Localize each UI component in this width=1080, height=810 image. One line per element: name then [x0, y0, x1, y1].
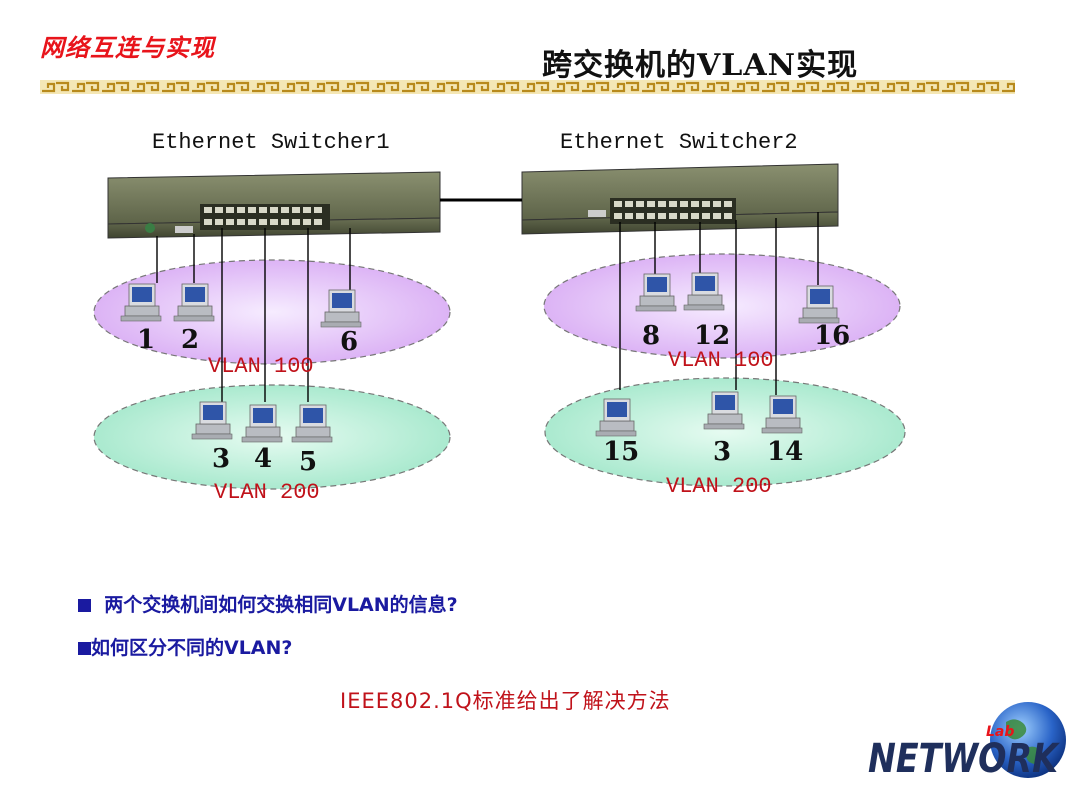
decorative-border	[40, 80, 1015, 94]
logo-lab-text: Lab	[986, 724, 1014, 740]
switch-1	[107, 171, 441, 239]
vlan-label: VLAN 100	[208, 354, 314, 379]
host-number: 4	[254, 444, 272, 474]
switch2-label: Ethernet Switcher2	[560, 130, 798, 155]
host-number: 6	[340, 327, 358, 357]
host-number: 16	[814, 321, 850, 351]
bullet-square-icon	[78, 642, 91, 655]
host-number: 1	[137, 325, 155, 355]
host-number: 8	[642, 321, 660, 351]
switch1-label: Ethernet Switcher1	[152, 130, 390, 155]
vlan-label: VLAN 200	[666, 474, 772, 499]
host-number: 15	[603, 437, 639, 467]
switch-2	[521, 163, 839, 235]
slide-title: 跨交换机的VLAN实现	[542, 48, 859, 83]
question-1-text: 两个交换机间如何交换相同VLAN的信息?	[104, 594, 458, 616]
vlan-label: VLAN 200	[214, 480, 320, 505]
vlan-label: VLAN 100	[668, 348, 774, 373]
vlan200-zone-sw2	[544, 377, 906, 487]
host-number: 2	[181, 325, 199, 355]
bullet-square-icon	[78, 599, 91, 612]
question-1: 两个交换机间如何交换相同VLAN的信息?	[78, 590, 458, 617]
question-2-text: 如何区分不同的VLAN?	[91, 637, 293, 659]
answer-text: IEEE802.1Q标准给出了解决方法	[340, 689, 671, 713]
network-logo: Lab NETWORK	[868, 702, 1066, 782]
host-number: 3	[713, 437, 731, 467]
question-2: 如何区分不同的VLAN?	[78, 633, 292, 660]
host-number: 12	[694, 321, 730, 351]
host-number: 14	[767, 437, 803, 467]
host-number: 3	[212, 444, 230, 474]
cables-sw2	[619, 212, 819, 395]
host-number: 5	[299, 447, 317, 477]
logo-network-text: NETWORK	[868, 736, 1060, 782]
cables-sw1	[156, 228, 351, 402]
course-title: 网络互连与实现	[40, 34, 215, 62]
